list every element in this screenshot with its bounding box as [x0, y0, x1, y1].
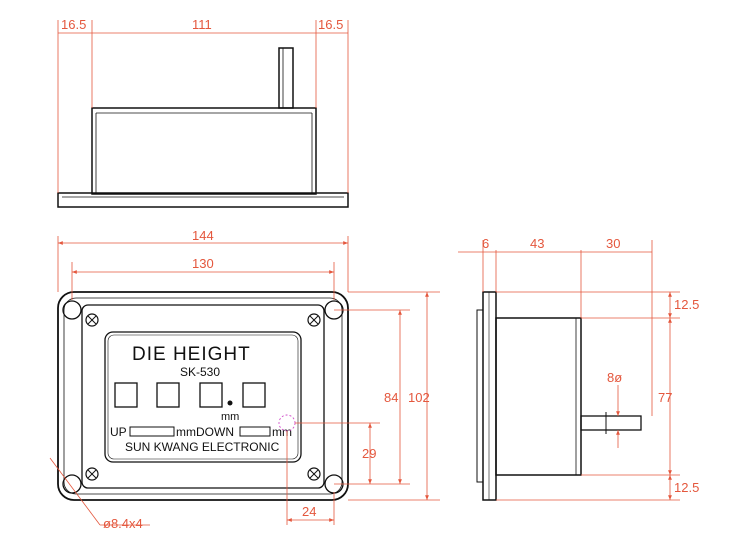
dim-front-offset-x: 24: [302, 504, 316, 519]
side-body: [495, 317, 582, 476]
dim-front-height: 102: [408, 390, 430, 405]
digit-window: [114, 382, 138, 408]
down-label: DOWN: [196, 425, 234, 439]
down-unit: mm: [272, 425, 292, 439]
decimal-point: [227, 400, 233, 406]
dim-shaft-diameter: 8ø: [607, 370, 622, 385]
dim-top-left: 16.5: [61, 17, 86, 32]
mounting-holes: [62, 300, 344, 494]
front-outer-bezel: [57, 291, 349, 501]
front-view: DIE HEIGHT SK-530 mm UP mm DOWN mm SUN K…: [49, 228, 440, 531]
side-dimensions: 6 43 30 12.5 77 12.5 8ø: [458, 236, 699, 501]
dim-side-top-margin: 12.5: [674, 297, 699, 312]
side-view: 6 43 30 12.5 77 12.5 8ø: [458, 236, 699, 501]
down-indicator: [239, 426, 271, 437]
screw-icon: [85, 467, 99, 481]
hole-bottom-left: [62, 474, 82, 494]
top-body: [91, 107, 317, 195]
dim-top-mid: 111: [192, 17, 212, 32]
digit-window: [199, 382, 223, 408]
top-dimensions: 16.5 111 16.5: [57, 17, 349, 193]
dim-front-width: 144: [192, 228, 214, 243]
digit-display: [114, 382, 266, 408]
screw-icon: [85, 313, 99, 327]
top-flange: [57, 192, 349, 208]
dim-front-holes-height: 84: [384, 390, 398, 405]
dim-side-flange: 6: [482, 236, 489, 251]
dim-side-shaft: 30: [606, 236, 620, 251]
dim-side-bottom-margin: 12.5: [674, 480, 699, 495]
hole-top-left: [62, 300, 82, 320]
side-flange: [482, 291, 497, 501]
dim-side-body: 43: [530, 236, 544, 251]
panel-title: DIE HEIGHT: [132, 344, 251, 365]
side-shaft: [580, 415, 642, 431]
dim-top-right: 16.5: [318, 17, 343, 32]
dim-side-height: 77: [658, 390, 672, 405]
screws: [85, 313, 321, 481]
up-indicator: [129, 426, 175, 437]
screw-icon: [307, 313, 321, 327]
screw-icon: [307, 467, 321, 481]
maker-label: SUN KWANG ELECTRONIC: [125, 440, 280, 454]
unit-label: mm: [221, 411, 239, 423]
dim-front-holes-width: 130: [192, 256, 214, 271]
panel-model: SK-530: [180, 365, 220, 379]
up-unit: mm: [176, 425, 196, 439]
top-shaft: [278, 47, 294, 109]
name-plate: [104, 331, 302, 463]
digit-window: [242, 382, 266, 408]
digit-window: [156, 382, 180, 408]
top-view: 16.5 111 16.5: [57, 17, 349, 208]
up-label: UP: [110, 425, 127, 439]
hole-note: ø8.4x4: [103, 516, 143, 531]
dim-front-offset-y: 29: [362, 446, 376, 461]
front-dimensions: 144 130 84 102 29 24: [49, 228, 440, 531]
